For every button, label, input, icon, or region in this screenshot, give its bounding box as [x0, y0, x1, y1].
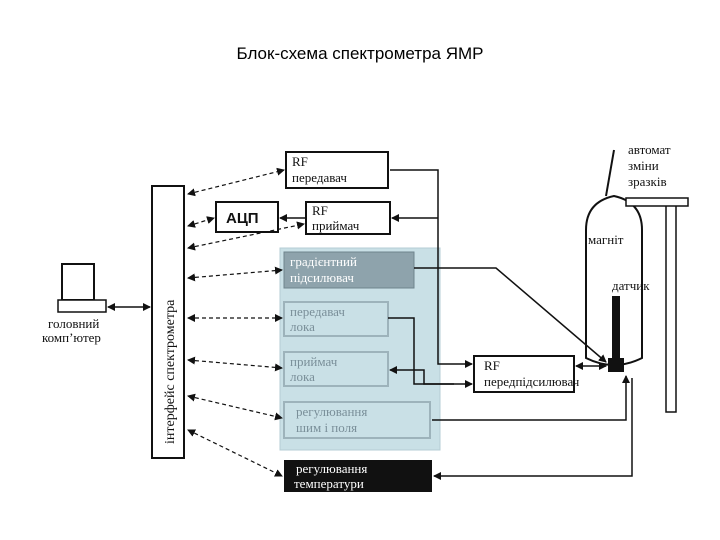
probe-base	[608, 358, 624, 372]
gradient-amplifier-label-2: підсилювач	[290, 270, 354, 285]
temperature-control-box	[284, 460, 432, 492]
gradient-amplifier-box	[283, 251, 415, 289]
rf-receiver-label-2: приймач	[312, 218, 360, 233]
shim-control-box	[283, 401, 431, 439]
gradient-amplifier-label-1: градієнтний	[290, 254, 357, 269]
sample-changer-label-2: зміни	[628, 158, 659, 173]
page-title: Блок-схема спектрометра ЯМР	[236, 44, 484, 63]
adc-label: АЦП	[226, 210, 259, 227]
probe-bar	[612, 296, 620, 358]
rf-receiver-label-1: RF	[312, 203, 328, 218]
sensor-label: датчик	[612, 278, 650, 293]
main-computer-label-1: головний	[48, 316, 99, 331]
sample-changer-arm	[625, 197, 689, 207]
sample-changer-label-1: автомат	[628, 142, 671, 157]
interface-box	[151, 185, 185, 459]
sample-changer-label-3: зразків	[628, 174, 667, 189]
rf-preamp-label-1: RF	[484, 358, 500, 373]
shim-control-label-1: регулювання	[296, 404, 367, 419]
lock-receiver-label-2: лока	[290, 369, 315, 384]
lock-transmitter-box	[283, 301, 389, 337]
shim-control-label-2: шим і поля	[296, 420, 357, 435]
lock-transmitter-label-2: лока	[290, 319, 315, 334]
rf-transmitter-box	[285, 151, 389, 189]
main-computer-icon	[57, 263, 107, 313]
lock-transmitter-label-1: передавач	[290, 304, 345, 319]
rf-preamp-label-2: передпідсилювач	[484, 374, 580, 389]
temperature-control-label-2: температури	[294, 476, 364, 491]
magnet-label: магніт	[588, 232, 624, 247]
rf-transmitter-label-2: передавач	[292, 170, 347, 185]
sample-changer-pole	[665, 203, 677, 413]
interface-label: інтерфейс спектрометра	[163, 299, 178, 444]
rf-transmitter-label-1: RF	[292, 154, 308, 169]
temperature-control-label-1: регулювання	[296, 461, 367, 476]
lock-receiver-box	[283, 351, 389, 387]
rf-preamp-box	[473, 355, 575, 393]
main-computer-label-2: комп’ютер	[42, 330, 101, 345]
lock-receiver-label-1: приймач	[290, 354, 338, 369]
